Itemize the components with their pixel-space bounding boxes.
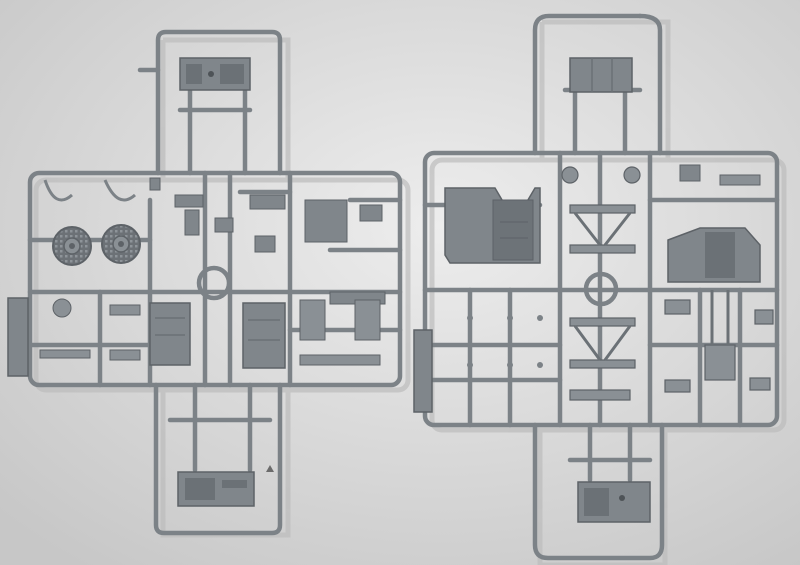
right-center-parts — [561, 166, 641, 401]
left-upper-small-parts — [43, 177, 386, 305]
left-bottom-part — [177, 471, 255, 507]
right-gate-stubs — [467, 315, 543, 368]
left-bottom-marker — [266, 465, 274, 472]
left-side-bar — [7, 297, 29, 377]
left-middle-panels — [149, 302, 286, 369]
right-bottom-part — [577, 481, 651, 523]
right-large-panel — [444, 187, 541, 264]
right-upper-part — [667, 164, 761, 283]
left-sprue-shadow — [33, 37, 411, 538]
right-sprue-center-ring — [583, 271, 619, 307]
right-sprue-shadow — [429, 19, 787, 565]
left-lower-small-parts — [39, 298, 381, 366]
left-sprue — [7, 29, 411, 538]
left-wheel-1 — [52, 226, 92, 266]
right-side-bar — [413, 329, 433, 413]
left-top-part — [179, 57, 251, 91]
left-wheel-2 — [101, 224, 141, 264]
right-lower-parts — [664, 290, 774, 393]
right-sprue — [413, 13, 787, 565]
right-top-part — [569, 57, 633, 93]
left-sprue-center-ring — [196, 265, 232, 301]
